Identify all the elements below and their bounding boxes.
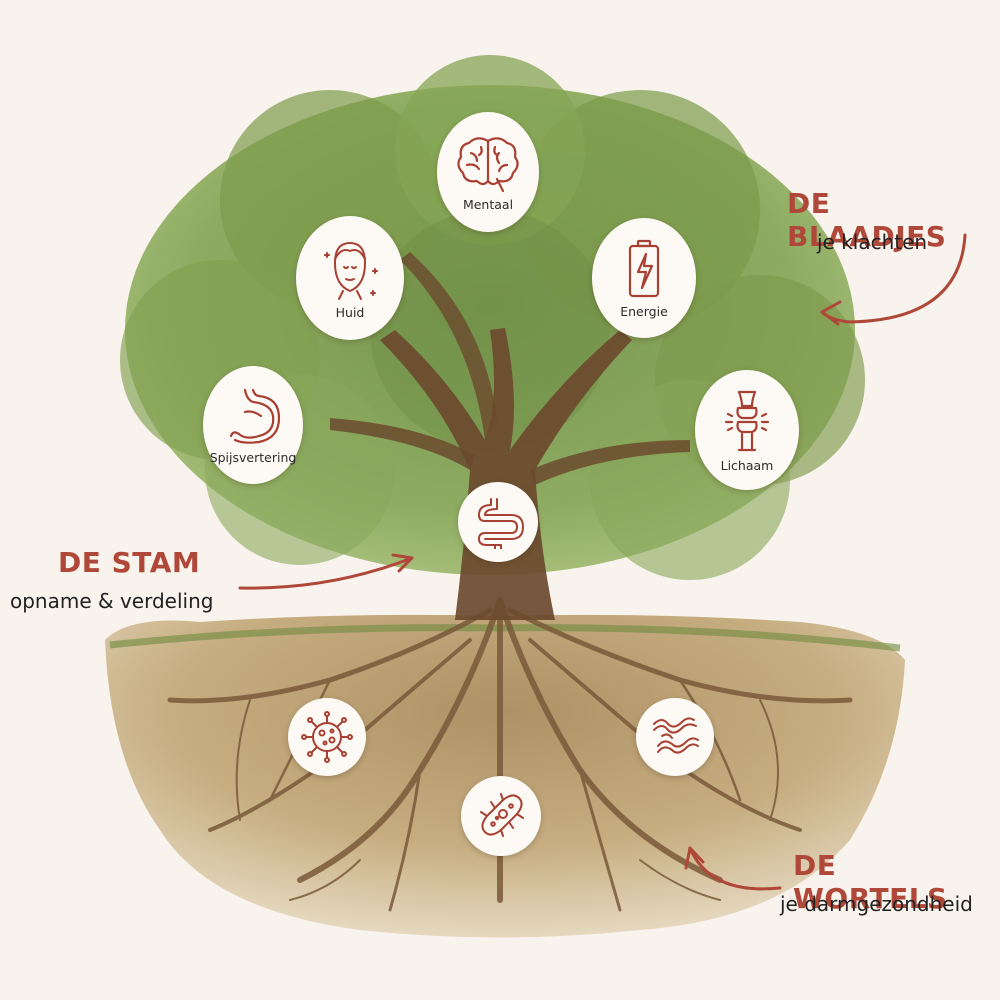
roots-arrow — [684, 846, 782, 891]
node-label: Energie — [620, 303, 668, 319]
stomach-icon — [229, 388, 281, 444]
node-trunk — [458, 482, 538, 562]
trunk-arrow — [238, 553, 414, 590]
node-huid: Huid — [296, 216, 404, 340]
node-label: Mentaal — [462, 196, 514, 212]
node-label: Spijsvertering — [209, 449, 297, 465]
face-icon — [324, 241, 378, 300]
virus-icon — [301, 711, 353, 763]
node-mentaal: Mentaal — [437, 112, 539, 232]
leaves-arrow — [820, 233, 967, 326]
roots-callout-subtitle: je darmgezondheid — [780, 892, 973, 916]
microbe-icon — [480, 793, 524, 837]
roots-callout-title: DE WORTELS — [793, 849, 948, 915]
node-root-virus — [288, 698, 366, 776]
node-lichaam: Lichaam — [695, 370, 799, 490]
trunk-callout-title: DE STAM — [58, 546, 201, 579]
trunk-callout-subtitle: opname & verdeling — [10, 589, 214, 613]
trunk — [330, 252, 690, 620]
node-label: Lichaam — [720, 457, 774, 473]
bacteria-icon — [653, 717, 699, 754]
leaves-callout-title: DE BLAADJES — [787, 187, 947, 253]
node-label: Huid — [335, 304, 365, 320]
intestine-icon — [478, 498, 524, 549]
node-root-microbe — [461, 776, 541, 856]
node-root-bacteria — [636, 698, 714, 776]
node-spijsvertering: Spijsvertering — [203, 366, 303, 484]
battery-icon — [628, 239, 660, 297]
brain-icon — [457, 136, 519, 192]
leaves-callout-subtitle: je klachten — [817, 230, 928, 254]
joint-icon — [724, 390, 770, 451]
node-energie: Energie — [592, 218, 696, 338]
